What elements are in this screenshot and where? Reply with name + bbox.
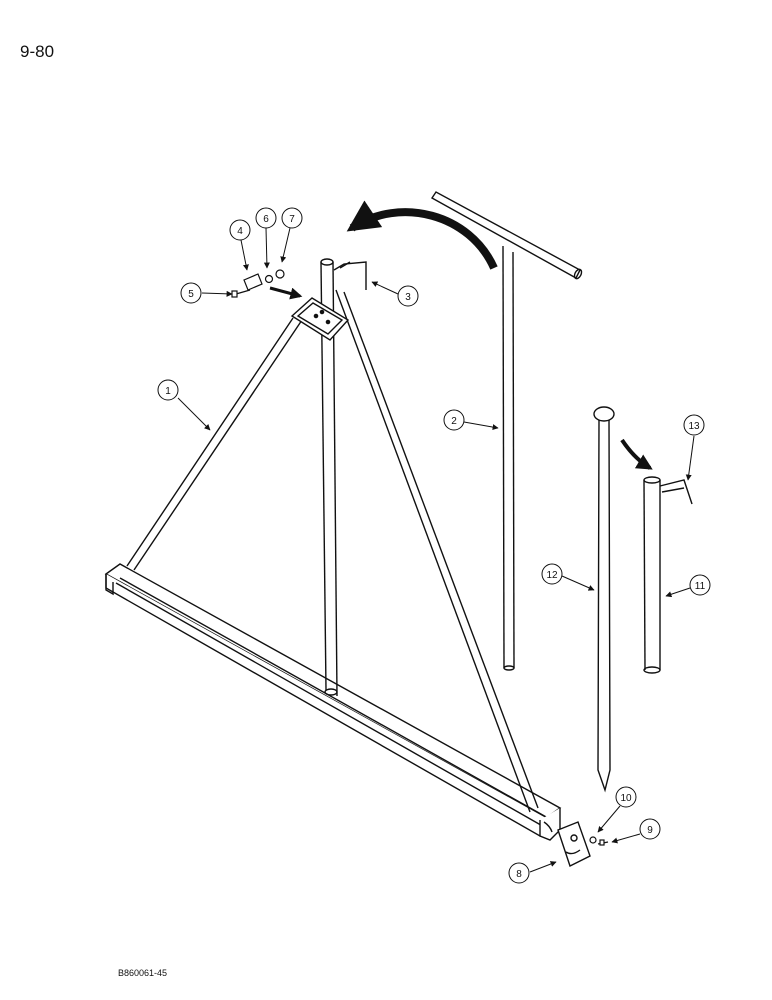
callout-10: 10 bbox=[615, 786, 637, 808]
svg-text:1: 1 bbox=[165, 386, 171, 397]
callout-3: 3 bbox=[397, 285, 419, 307]
svg-text:6: 6 bbox=[263, 214, 269, 225]
svg-text:12: 12 bbox=[546, 570, 558, 581]
stake bbox=[593, 406, 615, 793]
callout-4: 4 bbox=[229, 219, 251, 241]
svg-text:7: 7 bbox=[289, 214, 295, 225]
callout-2: 2 bbox=[443, 409, 465, 431]
svg-text:4: 4 bbox=[237, 226, 243, 237]
hardware bbox=[231, 269, 609, 846]
page-number: 9-80 bbox=[20, 42, 55, 61]
callout-6: 6 bbox=[255, 207, 277, 229]
svg-text:3: 3 bbox=[405, 292, 411, 303]
tube bbox=[643, 476, 693, 674]
callout-13: 13 bbox=[683, 414, 705, 436]
a-frame-stand bbox=[104, 258, 562, 841]
callout-8: 8 bbox=[508, 862, 530, 884]
plate bbox=[557, 821, 591, 867]
svg-text:8: 8 bbox=[516, 869, 522, 880]
svg-text:5: 5 bbox=[188, 289, 194, 300]
callout-9: 9 bbox=[639, 818, 661, 840]
assembly-arrows bbox=[269, 200, 653, 470]
svg-text:13: 13 bbox=[688, 421, 700, 432]
svg-text:9: 9 bbox=[647, 825, 653, 836]
callout-7: 7 bbox=[281, 207, 303, 229]
callout-5: 5 bbox=[180, 282, 202, 304]
leader-lines bbox=[177, 227, 695, 873]
callout-12: 12 bbox=[541, 563, 563, 585]
figure-code: B860061-45 bbox=[118, 968, 168, 978]
callout-11: 11 bbox=[689, 574, 711, 596]
svg-text:11: 11 bbox=[695, 581, 706, 592]
t-handle bbox=[430, 191, 583, 671]
svg-text:10: 10 bbox=[620, 793, 632, 804]
svg-text:2: 2 bbox=[451, 416, 457, 427]
callout-1: 1 bbox=[157, 379, 179, 401]
